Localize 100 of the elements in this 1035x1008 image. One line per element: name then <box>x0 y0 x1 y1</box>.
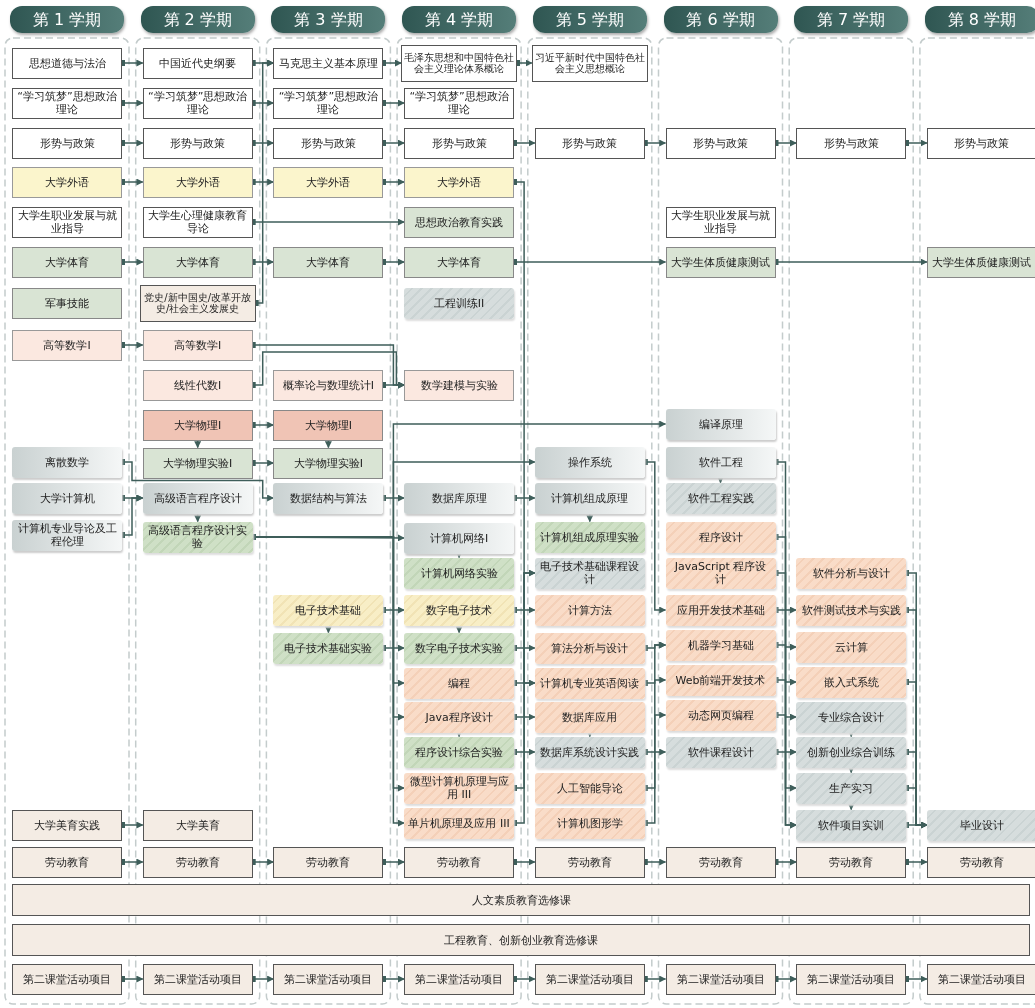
course-box: 思想道德与法治 <box>12 47 122 79</box>
course-box: 大学物理I <box>273 409 384 441</box>
course-box: 思想政治教育实践 <box>404 206 515 238</box>
course-box: 毛泽东思想和中国特色社会主义理论体系概论 <box>401 44 518 82</box>
semester-header: 第 8 学期 <box>924 5 1035 33</box>
course-box: 工程训练II <box>404 287 515 319</box>
course-box: 劳动教育 <box>404 846 515 878</box>
course-box: 人工智能导论 <box>534 772 645 804</box>
course-box: 第二课堂活动项目 <box>926 963 1035 995</box>
course-box: 软件工程 <box>665 446 776 478</box>
course-box: 第二课堂活动项目 <box>665 963 776 995</box>
course-box: 创新创业综合训练 <box>796 736 907 768</box>
course-box: 云计算 <box>796 631 907 663</box>
course-box: Java程序设计 <box>404 701 515 733</box>
course-box: 形势与政策 <box>273 127 384 159</box>
course-box: 第二课堂活动项目 <box>796 963 907 995</box>
course-box: 软件测试技术与实践 <box>796 594 907 626</box>
course-box: 计算机网络I <box>404 522 515 554</box>
course-box: 嵌入式系统 <box>796 666 907 698</box>
course-box: 形势与政策 <box>665 127 776 159</box>
course-box: 高等数学I <box>142 329 253 361</box>
course-box: 编程 <box>404 667 515 699</box>
course-box: 高等数学I <box>12 329 122 361</box>
course-box: 形势与政策 <box>796 127 907 159</box>
course-box: 计算机网络实验 <box>404 557 515 589</box>
course-box: 数学建模与实验 <box>404 369 515 401</box>
course-box: 马克思主义基本原理 <box>273 47 384 79</box>
semester-header: 第 7 学期 <box>794 5 909 33</box>
course-box: 计算机图形学 <box>534 807 645 839</box>
elective-band: 人文素质教育选修课 <box>12 884 1030 916</box>
course-box: 计算机专业英语阅读 <box>534 667 645 699</box>
semester-header: 第 2 学期 <box>140 5 255 33</box>
course-box: 电子技术基础 <box>273 594 384 626</box>
course-box: “学习筑梦”思想政治理论 <box>404 87 515 119</box>
course-box: 大学美育实践 <box>12 809 122 841</box>
course-box: 毕业设计 <box>926 809 1035 841</box>
course-box: 软件项目实训 <box>796 809 907 841</box>
arrow <box>194 439 202 449</box>
course-box: 习近平新时代中国特色社会主义思想概论 <box>531 44 648 82</box>
course-box: 大学外语 <box>273 166 384 198</box>
course-box: 劳动教育 <box>926 846 1035 878</box>
course-box: 党史/新中国史/改革开放史/社会主义发展史 <box>139 284 256 322</box>
course-box: 形势与政策 <box>534 127 645 159</box>
arrow <box>847 802 855 811</box>
course-box: 大学外语 <box>142 166 253 198</box>
course-box: 计算机组成原理实验 <box>534 521 645 553</box>
course-box: 电子技术基础实验 <box>273 632 384 664</box>
course-box: 机器学习基础 <box>665 629 776 661</box>
course-box: 劳动教育 <box>273 846 384 878</box>
course-box: 劳动教育 <box>665 846 776 878</box>
course-box: 概率论与数理统计I <box>273 369 384 401</box>
course-box: 形势与政策 <box>12 127 122 159</box>
arrow <box>324 439 332 449</box>
course-box: 应用开发技术基础 <box>665 594 776 626</box>
course-box: 大学物理实验I <box>142 447 253 479</box>
course-box: 数据结构与算法 <box>273 482 384 514</box>
course-box: 军事技能 <box>12 287 122 319</box>
course-box: 程序设计 <box>665 521 776 553</box>
course-box: 第二课堂活动项目 <box>12 963 122 995</box>
course-box: 大学体育 <box>273 246 384 278</box>
course-box: 数据库应用 <box>534 701 645 733</box>
course-box: 第二课堂活动项目 <box>273 963 384 995</box>
arrow <box>847 766 855 774</box>
course-box: 专业综合设计 <box>796 701 907 733</box>
semester-header: 第 6 学期 <box>663 5 778 33</box>
arrow <box>455 730 463 738</box>
course-box: 劳动教育 <box>12 846 122 878</box>
arrow <box>324 624 332 634</box>
course-box: 大学生体质健康测试 <box>665 246 776 278</box>
course-box: 离散数学 <box>12 446 122 478</box>
course-box: 数字电子技术 <box>404 594 515 626</box>
course-box: 高级语言程序设计实验 <box>142 521 253 553</box>
course-box: 数据库系统设计实践 <box>534 736 645 768</box>
course-box: 软件工程实践 <box>665 482 776 514</box>
course-box: 线性代数I <box>142 369 253 401</box>
course-box: Web前端开发技术 <box>665 664 776 696</box>
course-box: 软件分析与设计 <box>796 557 907 589</box>
semester-header: 第 5 学期 <box>532 5 647 33</box>
semester-header: 第 3 学期 <box>271 5 386 33</box>
course-box: 大学物理实验I <box>273 447 384 479</box>
course-box: “学习筑梦”思想政治理论 <box>142 87 253 119</box>
course-box: 软件课程设计 <box>665 736 776 768</box>
course-box: 微型计算机原理与应用 III <box>404 772 515 804</box>
course-box: 大学计算机 <box>12 482 122 514</box>
course-box: 中国近代史纲要 <box>142 47 253 79</box>
course-box: 大学物理I <box>142 409 253 441</box>
semester-header: 第 4 学期 <box>402 5 517 33</box>
course-box: 大学生体质健康测试 <box>926 246 1035 278</box>
course-box: 计算方法 <box>534 594 645 626</box>
course-box: 大学生职业发展与就业指导 <box>12 206 122 238</box>
course-box: 单片机原理及应用 III <box>404 807 515 839</box>
course-box: 形势与政策 <box>142 127 253 159</box>
arrow <box>455 551 463 559</box>
course-box: 大学外语 <box>12 166 122 198</box>
course-box: 大学生职业发展与就业指导 <box>665 206 776 238</box>
course-box: 算法分析与设计 <box>534 632 645 664</box>
course-box: 大学体育 <box>142 246 253 278</box>
course-box: 程序设计综合实验 <box>404 736 515 768</box>
course-box: “学习筑梦”思想政治理论 <box>12 87 122 119</box>
course-box: 计算机组成原理 <box>534 482 645 514</box>
